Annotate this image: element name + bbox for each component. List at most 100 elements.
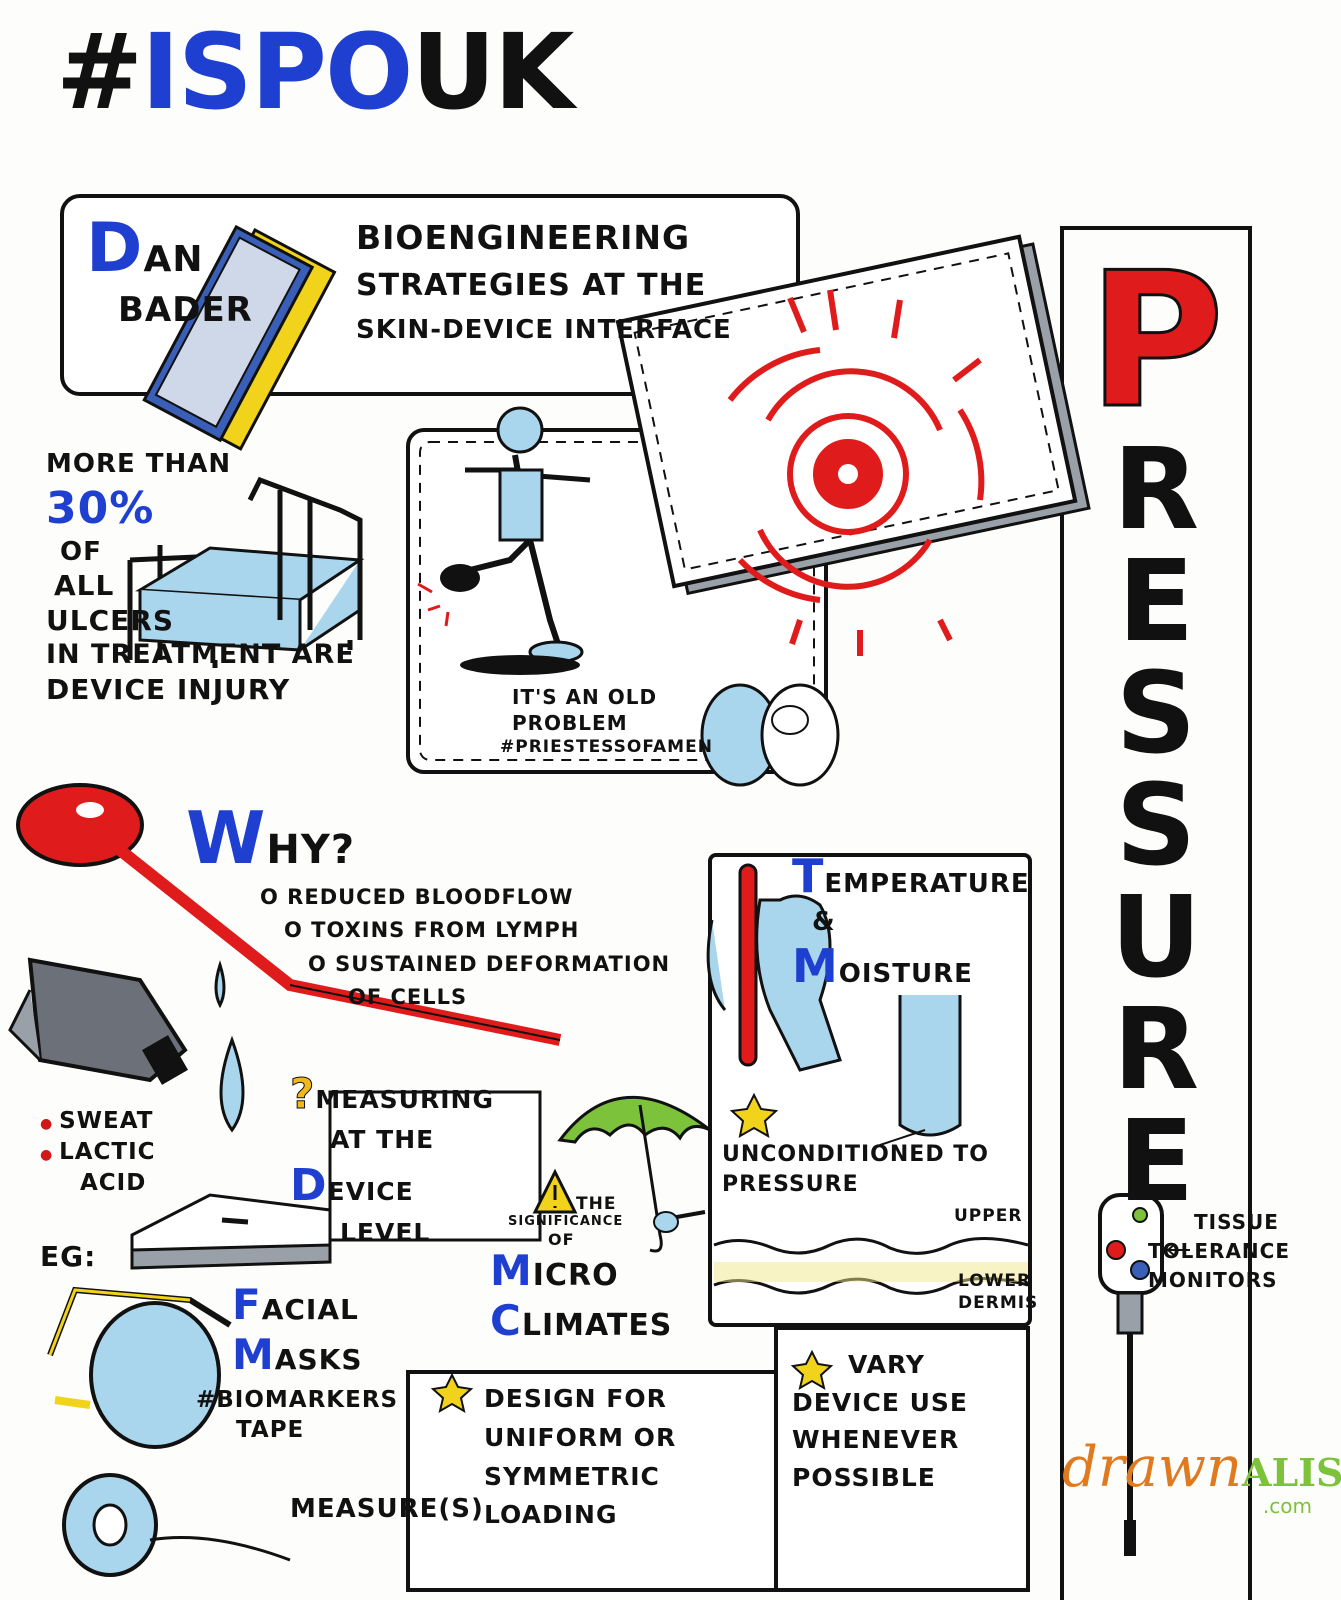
hashtag-uk: UK	[411, 11, 574, 133]
tape-word: TAPE	[236, 1416, 305, 1443]
skin-dermis-word: DERMIS	[958, 1293, 1039, 1314]
temperature-rest: EMPERATURE	[824, 869, 1030, 899]
device-rest: EVICE	[327, 1177, 414, 1207]
pressure-letter-s1: S	[1115, 649, 1197, 779]
tissue-monitor-icon	[1098, 1193, 1190, 1556]
hashtag-ispo: ISPO	[141, 11, 413, 133]
moisture-line: MOISTURE	[792, 938, 1030, 996]
skin-layers-icon	[713, 1237, 1029, 1295]
measuring-line2: AT THE	[330, 1124, 435, 1154]
logo-part1: drawn	[1062, 1435, 1243, 1500]
vary-line2: DEVICE USE	[792, 1387, 968, 1417]
tape-icon	[62, 1473, 291, 1577]
priestesses-icon	[700, 683, 840, 787]
old-problem-tag: #PRIESTESSOFAMEN	[500, 737, 713, 757]
unconditioned-line2: PRESSURE	[722, 1171, 859, 1197]
tissue-line2: TOLERANCE	[1148, 1239, 1291, 1263]
pressure-word: P R E S S U R E	[1066, 246, 1246, 1218]
old-problem-note: IT'S AN OLD PROBLEM #PRIESTESSOFAMEN	[500, 684, 713, 758]
sweat-item-acid: ACID	[80, 1170, 147, 1197]
climates-rest: LIMATES	[521, 1308, 673, 1344]
logo-domain: .com	[1262, 1494, 1312, 1518]
warning-icon	[532, 1168, 578, 1214]
measuring-note: ?MEASURING AT THE DEVICE LEVEL	[289, 1066, 494, 1250]
design-line2: UNIFORM OR	[484, 1422, 677, 1452]
vary-line4: POSSIBLE	[792, 1462, 936, 1492]
micro-rest: ICRO	[532, 1258, 619, 1293]
design-line1: DESIGN FOR	[484, 1384, 667, 1413]
skin-well-icon	[879, 995, 962, 1146]
why-item-cells: OF CELLS	[348, 984, 468, 1009]
why-item-deformation: SUSTAINED DEFORMATION	[260, 951, 670, 978]
temperature-line: TEMPERATURE	[792, 848, 1030, 906]
glove-icon	[706, 894, 842, 1072]
climates-line: CLIMATES	[490, 1296, 672, 1346]
moisture-initial: M	[792, 939, 839, 993]
why-heading: WHY?	[186, 796, 355, 880]
speaker-first-rest: AN	[143, 239, 204, 280]
speaker-initial: D	[86, 209, 144, 288]
micro-of: OF	[548, 1229, 575, 1249]
tissue-line3: MONITORS	[1148, 1268, 1278, 1292]
why-rest: HY?	[266, 827, 356, 873]
facial-rest: ACIAL	[261, 1293, 359, 1326]
measuring-word: MEASURING	[315, 1085, 494, 1114]
bed-icon	[127, 476, 365, 668]
micro-initial: M	[490, 1246, 533, 1295]
tissue-line1: TISSUE	[1194, 1210, 1279, 1234]
pressure-letter-s2: S	[1115, 761, 1197, 891]
talk-title-line3: SKIN-DEVICE INTERFACE	[356, 314, 732, 345]
eg-label: EG:	[40, 1240, 97, 1273]
pressure-letter-r: R	[1112, 425, 1200, 555]
moisture-rest: OISTURE	[838, 959, 973, 989]
why-initial: W	[186, 796, 267, 880]
device-level-box-icon	[130, 1193, 332, 1270]
measuring-box	[328, 1090, 542, 1242]
star-icons	[430, 1092, 834, 1414]
old-problem-line1: IT'S AN OLD	[512, 685, 658, 709]
why-item-toxins: TOXINS FROM LYMPH	[260, 917, 670, 944]
micro-significance: SIGNIFICANCE	[508, 1214, 624, 1230]
hashtag-title: #ISPOUK	[56, 20, 574, 124]
unconditioned-note: UNCONDITIONED TO PRESSURE	[722, 1140, 989, 1199]
stat-block: MORE THAN 30% OF ALL ULCERS IN TREATMENT…	[46, 448, 406, 707]
stat-percent: 30%	[46, 482, 155, 534]
sweat-item-sweat: SWEAT	[40, 1106, 156, 1137]
red-target-rings	[727, 289, 985, 656]
thermometer-icon	[738, 863, 758, 1067]
temperature-amp: &	[812, 906, 836, 937]
stat-line1: MORE THAN	[46, 449, 232, 479]
sweat-item-lactic: LACTIC	[40, 1137, 156, 1168]
speaker-name: DAN	[86, 209, 204, 288]
masks-line: MASKS	[232, 1330, 363, 1380]
temperature-heading: TEMPERATURE & MOISTURE	[792, 848, 1030, 996]
temperature-initial: T	[792, 849, 825, 903]
masks-initial: M	[232, 1330, 275, 1380]
old-problem-line2: PROBLEM	[512, 711, 628, 735]
tissue-tolerance-note: TISSUE TOLERANCE MONITORS	[1148, 1208, 1290, 1295]
drawnalism-logo: drawnALISM® .com	[1062, 1440, 1341, 1518]
facial-initial: F	[232, 1280, 262, 1329]
pressure-letter-r2: R	[1112, 985, 1200, 1115]
sweat-list: SWEAT LACTIC ACID	[40, 1106, 156, 1199]
talk-title: BIOENGINEERING STRATEGIES AT THE SKIN-DE…	[356, 212, 786, 350]
skin-lower-word: LOWER	[958, 1271, 1032, 1291]
stat-line5: ULCERS	[46, 604, 174, 637]
sweat-drops-icon	[214, 960, 245, 1133]
measures-word: MEASURE(S)	[290, 1494, 484, 1524]
micro-the: THE	[576, 1194, 617, 1214]
biomarkers-tag: #BIOMARKERS	[196, 1387, 399, 1413]
microclimates-note: THE SIGNIFICANCE OF	[508, 1194, 623, 1249]
vary-line3: WHENEVER	[792, 1425, 960, 1454]
stat-line4: ALL	[54, 569, 115, 602]
walking-man-icon	[417, 406, 591, 675]
pressure-column-frame	[1060, 226, 1252, 1600]
unconditioned-line1: UNCONDITIONED TO	[722, 1142, 989, 1167]
micro-line: MICRO	[490, 1246, 672, 1296]
measuring-line1: ?MEASURING	[289, 1066, 494, 1123]
climates-initial: C	[490, 1296, 522, 1346]
pressure-letter-e1: E	[1117, 537, 1195, 667]
masks-rest: ASKS	[274, 1343, 363, 1377]
facial-masks-heading: FACIAL MASKS	[232, 1280, 363, 1381]
